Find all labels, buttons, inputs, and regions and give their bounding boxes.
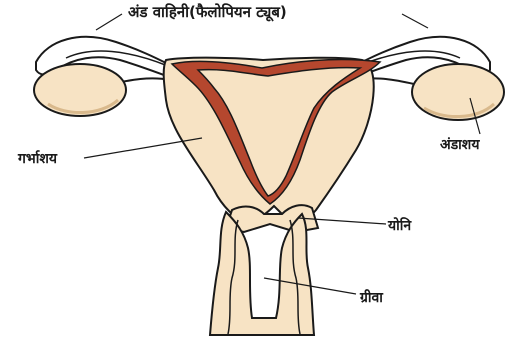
right-ovary — [412, 64, 504, 120]
uterus-label: गर्भाशय — [18, 149, 57, 168]
fallopian-tube-label: अंड वाहिनी(फैलोपियन ट्यूब) — [128, 2, 287, 22]
leader-fallopian-left — [96, 14, 122, 30]
ovary-label: अंडाशय — [440, 135, 479, 154]
leader-uterus — [84, 138, 202, 158]
leader-fallopian-right — [402, 14, 428, 28]
vagina-label: योनि — [388, 216, 411, 235]
cervix-label: ग्रीवा — [360, 288, 383, 307]
left-ovary — [34, 64, 126, 116]
